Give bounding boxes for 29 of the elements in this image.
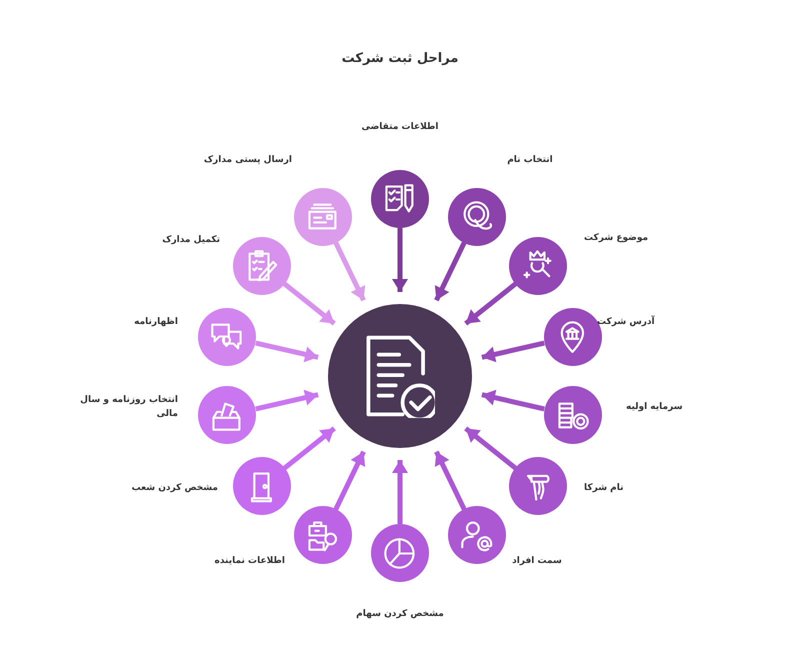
- step-label: تکمیل مدارک: [162, 234, 220, 247]
- step-label: نام شرکا: [584, 482, 624, 495]
- step-label: اطلاعات متقاضی: [362, 121, 438, 134]
- step-label: انتخاب روزنامه و سال مالی: [80, 394, 178, 421]
- arrow: [392, 460, 408, 524]
- step-label: آدرس شرکت: [596, 314, 655, 329]
- step-label: انتخاب نام: [507, 154, 553, 167]
- arrow: [255, 390, 319, 412]
- arrow: [464, 282, 518, 326]
- step-label: موضوع شرکت: [584, 232, 648, 245]
- arrow: [434, 450, 466, 510]
- step-label: سمت افراد: [512, 554, 562, 568]
- step-label: اطلاعات نماینده: [214, 554, 285, 568]
- step-label: اظهارنامه: [134, 316, 178, 329]
- step-label: مشخص کردن سهام: [356, 608, 444, 621]
- arrow: [282, 426, 336, 470]
- arrow: [255, 340, 319, 362]
- step-label: سرمایه اولیه: [626, 400, 683, 414]
- step-label: مشخص کردن شعب: [132, 482, 218, 495]
- arrow: [481, 340, 545, 362]
- arrow: [282, 282, 336, 326]
- arrow: [481, 390, 545, 412]
- arrow: [334, 242, 366, 302]
- step-label: ارسال پستی مدارک: [204, 154, 292, 167]
- arrow: [392, 228, 408, 292]
- arrow: [334, 450, 366, 510]
- arrow: [434, 242, 466, 302]
- diagram-title: مراحل ثبت شرکت: [342, 50, 458, 68]
- arrow: [464, 426, 518, 470]
